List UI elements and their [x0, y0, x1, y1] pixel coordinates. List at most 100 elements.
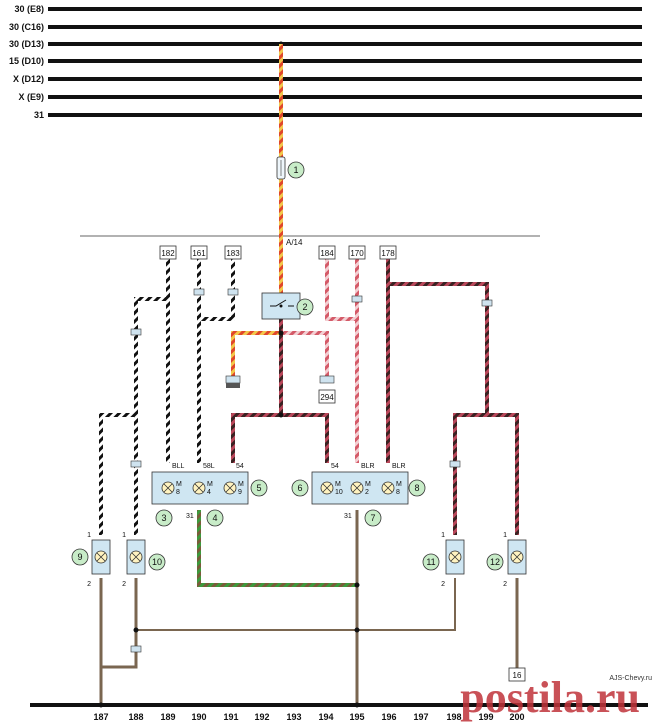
- lamp-9: 1 2: [87, 532, 111, 588]
- left-pin-2: 58L: [203, 463, 215, 470]
- column-198: 198: [446, 712, 461, 722]
- right-lamp-3-num: 8: [396, 489, 400, 496]
- lamp-12: 1 2: [503, 532, 527, 588]
- right-lamp-2-label: M: [365, 481, 371, 488]
- callout-9: 9: [71, 548, 89, 566]
- left-lamp-1-num: 8: [176, 489, 180, 496]
- lamp-12-pin-bottom: 2: [503, 581, 507, 588]
- column-200: 200: [509, 712, 524, 722]
- callout-6-text: 6: [297, 483, 302, 493]
- callout-10: 10: [148, 553, 166, 571]
- left-lamp-2-num: 4: [207, 489, 211, 496]
- lamp-unit-left: BLL 58L 54 M 8 M 4 M 9 31: [151, 463, 249, 520]
- box-184: 184: [320, 249, 334, 258]
- callout-7-text: 7: [370, 513, 375, 523]
- bus-label-4: 15 (D10): [9, 56, 44, 66]
- fuse: [276, 156, 286, 180]
- callout-4-text: 4: [212, 513, 217, 523]
- lamp-10-pin-bottom: 2: [122, 581, 126, 588]
- bus-label-6: X (E9): [18, 92, 44, 102]
- lamp-11: 1 2: [441, 532, 465, 588]
- terminal-boxes: 182 161 183 184 170 178 294 16: [159, 245, 526, 682]
- column-188: 188: [128, 712, 143, 722]
- box-16: 16: [513, 671, 522, 680]
- callout-12: 12: [486, 553, 504, 571]
- light-switch: [261, 292, 301, 320]
- left-pin-1: BLL: [172, 463, 185, 470]
- bus-label-2: 30 (C16): [9, 22, 44, 32]
- callouts: 1 2 3 4 5 6 7 8 9 10 11 12: [71, 161, 504, 571]
- connector-markers: [130, 288, 493, 653]
- callout-8: 8: [408, 479, 426, 497]
- lamp-9-pin-bottom: 2: [87, 581, 91, 588]
- bus-label-5: X (D12): [13, 74, 44, 84]
- callout-1-text: 1: [293, 165, 298, 175]
- left-lamp-1-label: M: [176, 481, 182, 488]
- individual-lamps: 1 2 1 2 1 2 1 2: [87, 532, 527, 588]
- column-195: 195: [349, 712, 364, 722]
- lamp-unit-right: 54 BLR BLR M 10 M 2 M 8 31: [311, 463, 409, 520]
- column-192: 192: [254, 712, 269, 722]
- callout-6: 6: [291, 479, 309, 497]
- watermark-logo: postila.ru: [460, 673, 640, 722]
- box-161: 161: [192, 249, 206, 258]
- ground-terminals: [225, 375, 335, 388]
- right-lamp-2-num: 2: [365, 489, 369, 496]
- box-183: 183: [226, 249, 240, 258]
- left-ground-pin: 31: [186, 513, 194, 520]
- callout-2-text: 2: [302, 302, 307, 312]
- lamp-11-pin-top: 1: [441, 532, 445, 539]
- right-pin-3: BLR: [392, 463, 406, 470]
- column-196: 196: [381, 712, 396, 722]
- callout-10-text: 10: [152, 557, 162, 567]
- box-170: 170: [350, 249, 364, 258]
- callout-11: 11: [422, 553, 440, 571]
- callout-12-text: 12: [490, 557, 500, 567]
- right-ground-pin: 31: [344, 513, 352, 520]
- right-pin-1: 54: [331, 463, 339, 470]
- column-194: 194: [318, 712, 333, 722]
- column-190: 190: [191, 712, 206, 722]
- left-pin-3: 54: [236, 463, 244, 470]
- callout-9-text: 9: [77, 552, 82, 562]
- left-lamp-2-label: M: [207, 481, 213, 488]
- box-182: 182: [161, 249, 175, 258]
- callout-3-text: 3: [161, 513, 166, 523]
- callout-4: 4: [206, 509, 224, 527]
- watermark-domain: AJS-Chevy.ru: [609, 675, 652, 682]
- callout-7: 7: [364, 509, 382, 527]
- column-187: 187: [93, 712, 108, 722]
- lamp-10-pin-top: 1: [122, 532, 126, 539]
- callout-11-text: 11: [426, 557, 435, 567]
- connector-label: A/14: [286, 238, 303, 247]
- column-199: 199: [478, 712, 493, 722]
- lamp-11-pin-bottom: 2: [441, 581, 445, 588]
- right-lamp-1-num: 10: [335, 489, 343, 496]
- box-178: 178: [381, 249, 395, 258]
- column-191: 191: [223, 712, 238, 722]
- lamp-12-pin-top: 1: [503, 532, 507, 539]
- bus-label-3: 30 (D13): [9, 39, 44, 49]
- right-pin-2: BLR: [361, 463, 375, 470]
- bus-label-7: 31: [34, 110, 44, 120]
- column-197: 197: [413, 712, 428, 722]
- right-lamp-1-label: M: [335, 481, 341, 488]
- column-numbers: 187 188 189 190 191 192 193 194 195 196 …: [93, 712, 524, 722]
- bus-labels: 30 (E8) 30 (C16) 30 (D13) 15 (D10) X (D1…: [9, 4, 44, 120]
- callout-2: 2: [296, 298, 314, 316]
- wires: [99, 44, 519, 705]
- callout-8-text: 8: [414, 483, 419, 493]
- lamp-9-pin-top: 1: [87, 532, 91, 539]
- left-lamp-3-label: M: [238, 481, 244, 488]
- box-294: 294: [320, 393, 334, 402]
- power-buses: [48, 7, 642, 117]
- callout-5: 5: [250, 479, 268, 497]
- column-193: 193: [286, 712, 301, 722]
- bus-label-1: 30 (E8): [14, 4, 44, 14]
- left-lamp-3-num: 9: [238, 489, 242, 496]
- callout-3: 3: [155, 509, 173, 527]
- lamp-10: 1 2: [122, 532, 146, 588]
- callout-1: 1: [287, 161, 305, 179]
- callout-5-text: 5: [256, 483, 261, 493]
